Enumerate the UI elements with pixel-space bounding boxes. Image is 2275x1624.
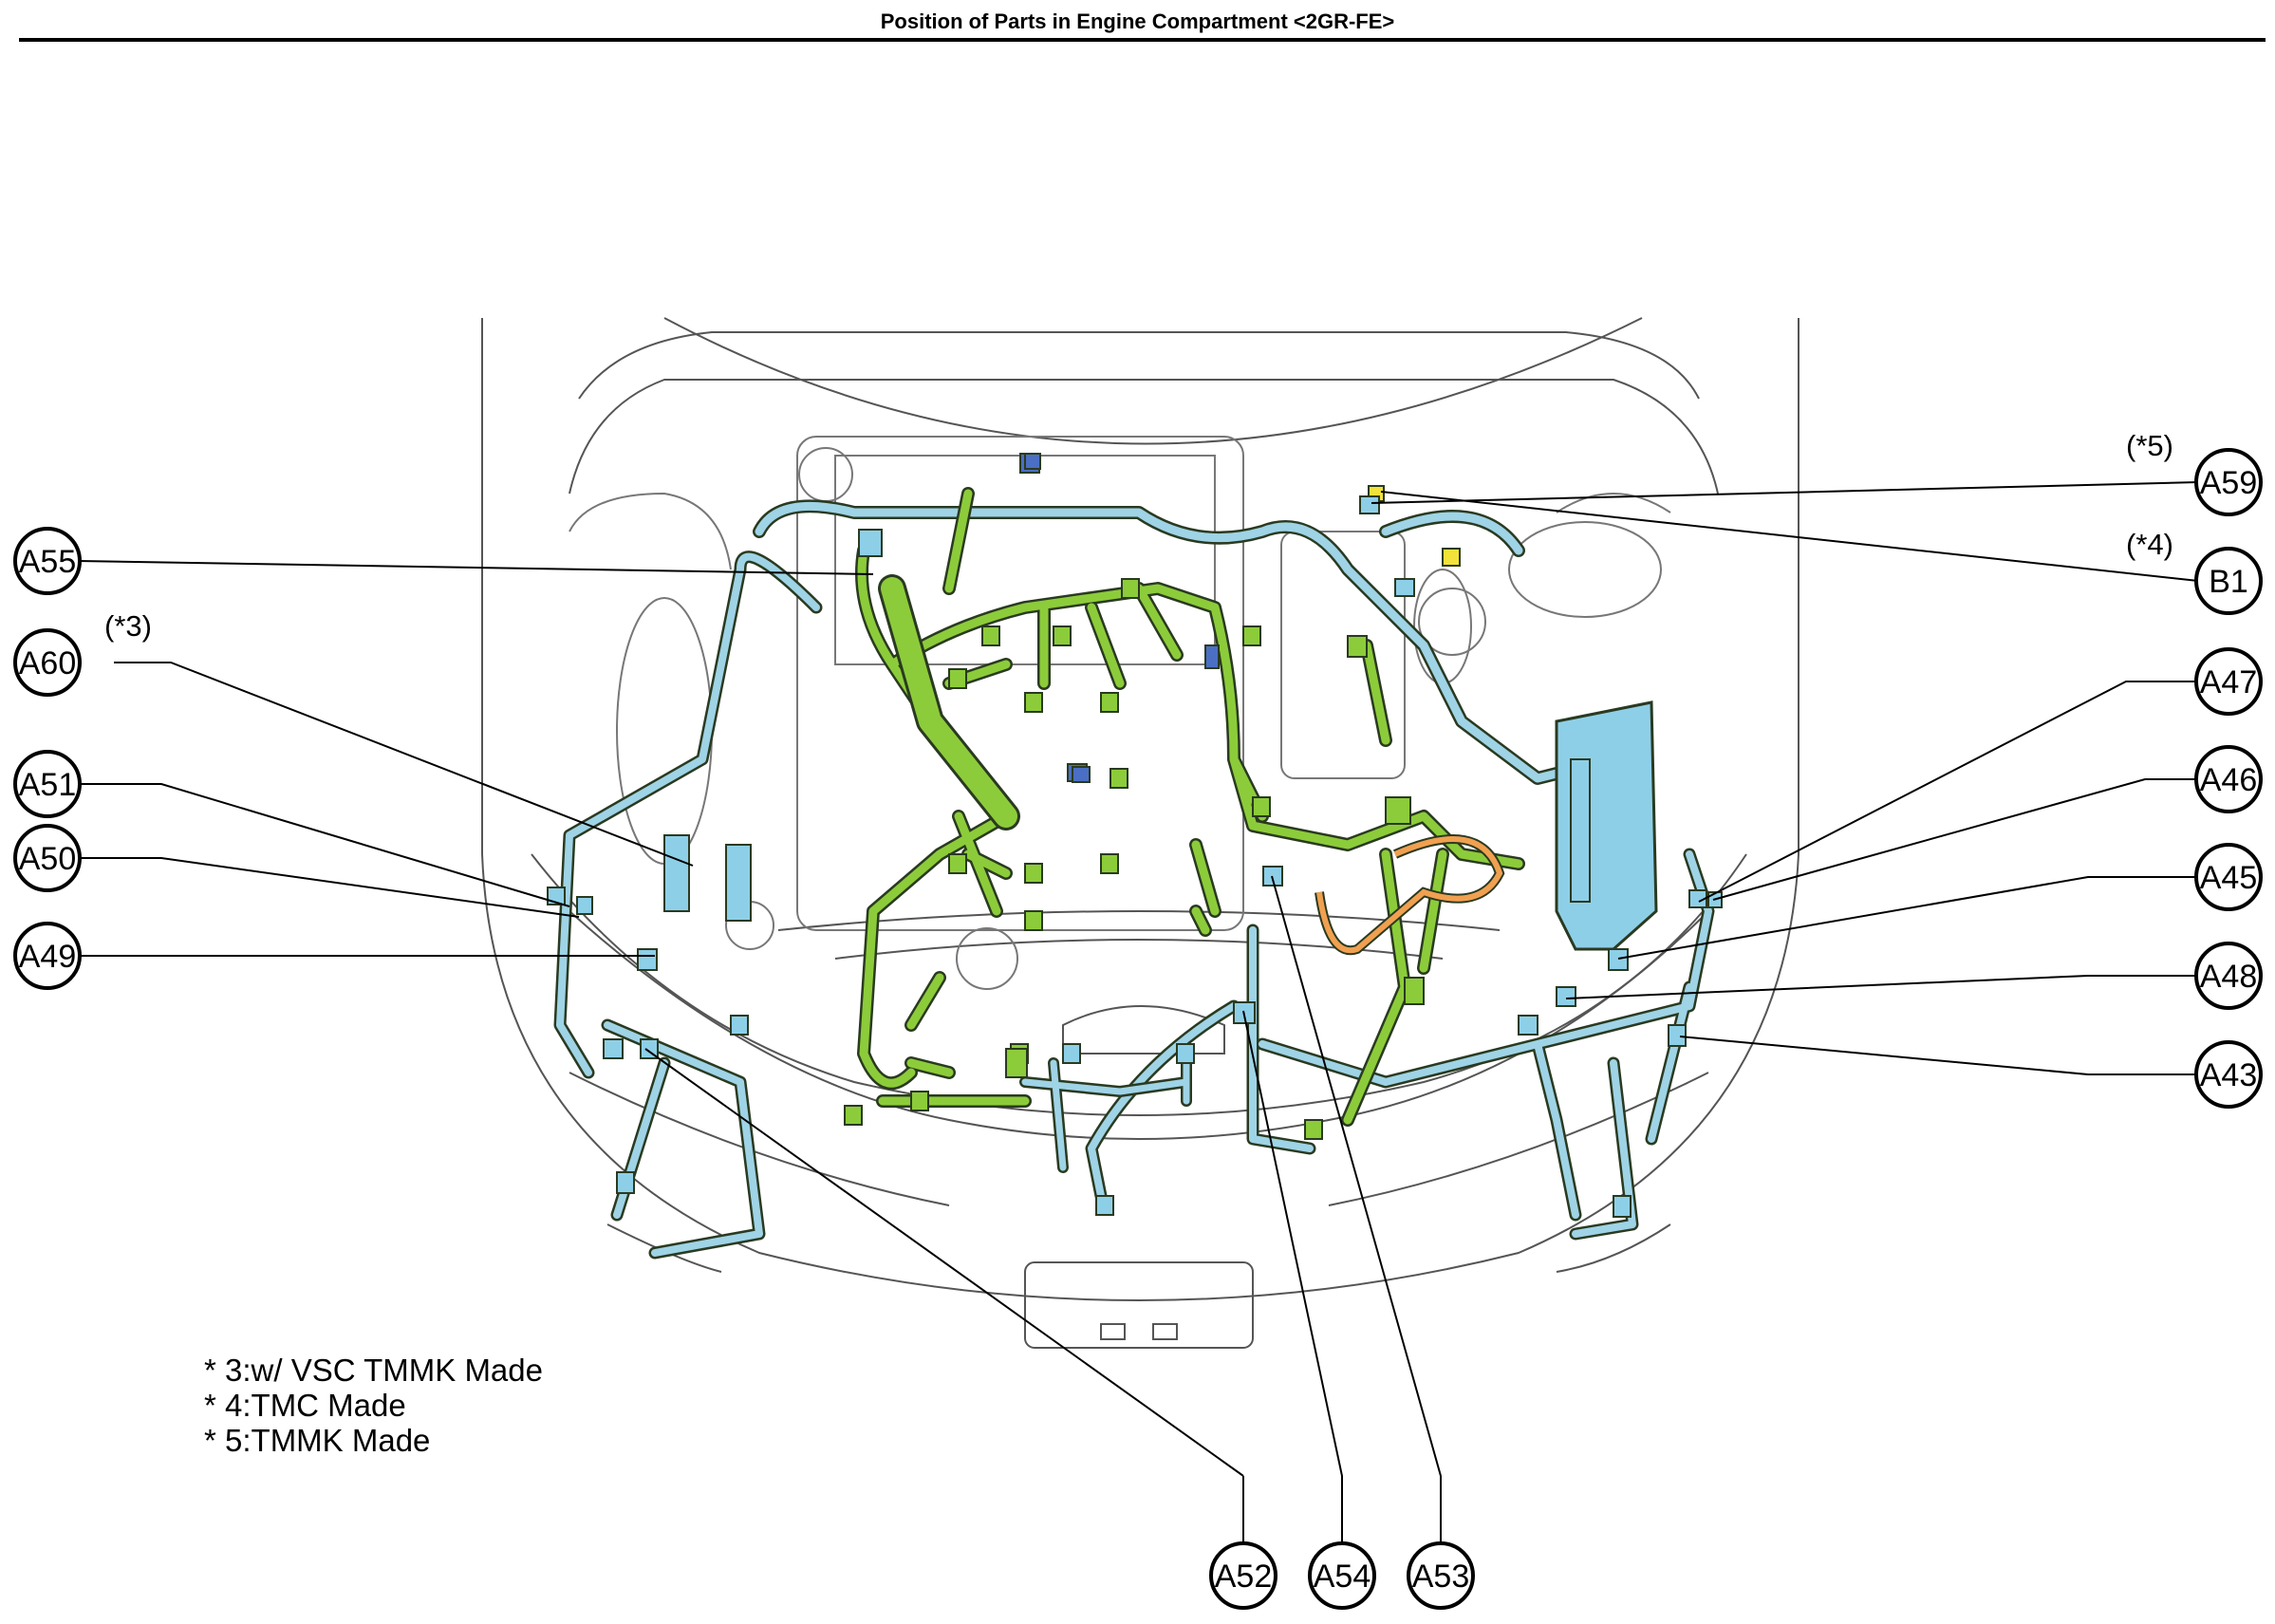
- svg-text:A55: A55: [19, 544, 77, 580]
- callout-A48: A48: [2194, 942, 2263, 1010]
- callout-A54: A54: [1308, 1541, 1376, 1610]
- svg-text:A60: A60: [19, 645, 77, 681]
- callout-A47: A47: [2194, 647, 2263, 716]
- svg-text:A54: A54: [1314, 1559, 1371, 1595]
- callout-A51: A51: [13, 750, 82, 818]
- dark-blue-connectors: [1019, 453, 1220, 783]
- body-harness-blue: [553, 499, 1715, 1260]
- svg-text:A50: A50: [19, 841, 77, 877]
- footnotes: * 3:w/ VSC TMMK Made * 4:TMC Made * 5:TM…: [204, 1353, 543, 1458]
- footnote: * 5:TMMK Made: [204, 1423, 431, 1458]
- footnote: * 3:w/ VSC TMMK Made: [204, 1353, 543, 1388]
- svg-text:A43: A43: [2200, 1057, 2258, 1093]
- svg-text:A59: A59: [2200, 465, 2258, 501]
- svg-text:A45: A45: [2200, 860, 2258, 896]
- svg-text:A49: A49: [19, 939, 77, 975]
- callout-A52: A52: [1209, 1541, 1277, 1610]
- callout-A45: A45: [2194, 843, 2263, 911]
- engine-block: [569, 436, 1671, 990]
- callout-A50: A50: [13, 824, 82, 892]
- title-rule: [19, 38, 2266, 42]
- orange-harness: [1315, 834, 1505, 956]
- callout-A59: A59 (*5): [2126, 429, 2263, 516]
- callout-A49: A49: [13, 922, 82, 990]
- connector-blocks: [547, 495, 1723, 1218]
- svg-text:A46: A46: [2200, 762, 2258, 798]
- callout-A55: A55: [13, 527, 82, 595]
- svg-text:(*4): (*4): [2126, 528, 2173, 561]
- callout-A53: A53: [1407, 1541, 1475, 1610]
- engine-harness-green: [855, 487, 1525, 1127]
- svg-text:A48: A48: [2200, 959, 2258, 995]
- callout-B1: B1 (*4): [2126, 528, 2263, 615]
- callout-A43: A43: [2194, 1040, 2263, 1109]
- footnote: * 4:TMC Made: [204, 1388, 406, 1423]
- relay-block: [1555, 700, 1658, 951]
- page-title: Position of Parts in Engine Compartment …: [880, 9, 1395, 33]
- svg-text:(*5): (*5): [2126, 429, 2173, 462]
- svg-text:A51: A51: [19, 767, 77, 803]
- svg-text:B1: B1: [2209, 564, 2248, 600]
- callout-A46: A46: [2194, 745, 2263, 813]
- svg-text:A52: A52: [1215, 1559, 1273, 1595]
- svg-text:A47: A47: [2200, 664, 2258, 700]
- svg-text:A53: A53: [1412, 1559, 1470, 1595]
- svg-text:(*3): (*3): [104, 609, 152, 643]
- callout-A60: A60 (*3): [13, 609, 152, 697]
